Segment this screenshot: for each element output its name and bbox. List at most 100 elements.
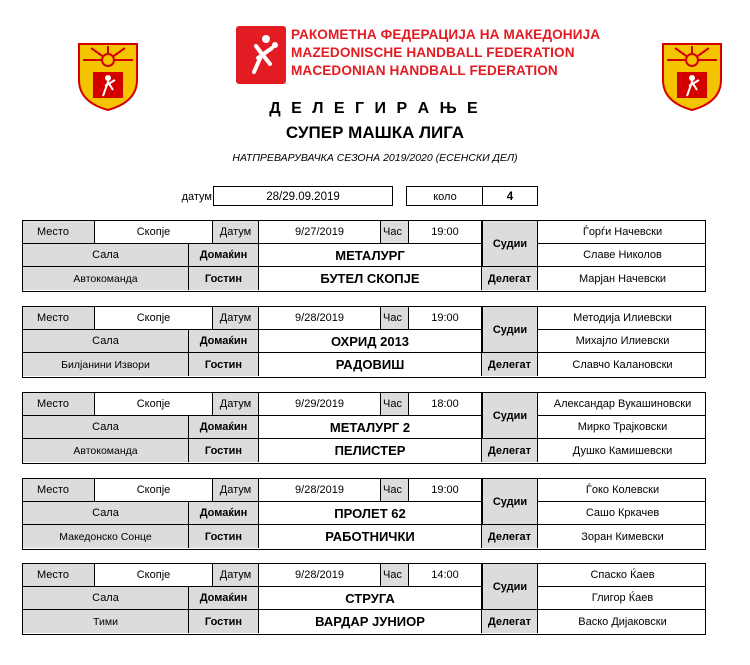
referee-1: Методија Илиевски [573,312,672,324]
hall-label: Сала [23,587,189,609]
time-label: Час [381,307,409,329]
time-value: 19:00 [409,307,482,329]
guest-team: РАДОВИШ [259,353,482,376]
referees-label: Судии [482,479,538,525]
time-value: 14:00 [409,564,482,586]
date-value: 28/29.09.2019 [213,186,393,206]
place-value: Скопје [95,564,213,586]
place-value: Скопје [95,221,213,243]
place-label: Место [23,221,95,243]
federation-banner: РАКОМЕТНА ФЕДЕРАЦИЈА НА МАКЕДОНИЈА MAZED… [236,26,600,84]
delegate-name: Душко Камишевски [572,444,673,457]
round-value: 4 [482,186,538,206]
place-label: Место [23,393,95,415]
referees-label: Судии [482,307,538,353]
venue: Автокоманда [23,439,189,462]
venue: Тими [23,610,189,633]
referee-1: Ѓоко Колевски [585,484,660,496]
referee-1: Ѓорѓи Начевски [582,226,663,238]
host-label: Домаќин [189,416,259,438]
guest-team: ПЕЛИСТЕР [259,439,482,462]
guest-team: ВАРДАР ЈУНИОР [259,610,482,633]
referee-2: Сашо Кркачев [585,507,660,519]
guest-label: Гостин [189,439,259,462]
date-value: 9/29/2019 [259,393,381,415]
place-label: Место [23,479,95,501]
date-value: 9/28/2019 [259,307,381,329]
federation-name-en: MACEDONIAN HANDBALL FEDERATION [291,63,558,78]
referee-1: Спаско Ќаев [590,569,655,581]
delegate-name: Славчо Калановски [572,358,673,371]
document-title: Д Е Л Е Г И Р А Њ Е [269,100,481,117]
guest-label: Гостин [189,610,259,633]
referees-label: Судии [482,393,538,439]
guest-team: РАБОТНИЧКИ [259,525,482,548]
host-label: Домаќин [189,330,259,352]
time-label: Час [381,564,409,586]
place-label: Место [23,307,95,329]
hall-label: Сала [23,330,189,352]
round-label: коло [406,186,483,206]
host-label: Домаќин [189,502,259,524]
guest-label: Гостин [189,525,259,548]
venue: Билјанини Извори [23,353,189,376]
date-label: датум [181,191,212,203]
delegate-name: Марјан Начевски [578,272,667,285]
place-label: Место [23,564,95,586]
host-team: МЕТАЛУРГ 2 [259,416,482,438]
handball-player-logo-icon [236,26,286,84]
delegate-name: Васко Дијаковски [578,615,667,628]
referee-1: Александар Вукашиновски [553,398,692,410]
federation-name-de: MAZEDONISCHE HANDBALL FEDERATION [291,45,575,60]
date-label: Датум [213,221,259,243]
date-value: 9/28/2019 [259,564,381,586]
date-label: Датум [213,564,259,586]
host-team: СТРУГА [259,587,482,609]
host-team: ПРОЛЕТ 62 [259,502,482,524]
date-value: 9/28/2019 [259,479,381,501]
date-label: Датум [213,307,259,329]
delegate-label: Делегат [482,439,538,462]
delegate-label: Делегат [482,525,538,548]
referee-2: Славе Николов [583,249,662,261]
host-team: ОХРИД 2013 [259,330,482,352]
federation-name-mk: РАКОМЕТНА ФЕДЕРАЦИЈА НА МАКЕДОНИЈА [291,27,601,42]
time-label: Час [381,479,409,501]
delegate-label: Делегат [482,267,538,290]
referees-label: Судии [482,564,538,610]
hall-label: Сала [23,502,189,524]
hall-label: Сала [23,244,189,266]
host-label: Домаќин [189,244,259,266]
guest-label: Гостин [189,267,259,290]
place-value: Скопје [95,393,213,415]
place-value: Скопје [95,479,213,501]
date-label: Датум [213,393,259,415]
host-team: МЕТАЛУРГ [259,244,482,266]
delegate-label: Делегат [482,610,538,633]
referee-2: Михајло Илиевски [575,335,670,347]
season-subtitle: НАТПРЕВАРУВАЧКА СЕЗОНА 2019/2020 (ЕСЕНСК… [232,152,518,164]
venue: Македонско Сонце [23,525,189,548]
referees-label: Судии [482,221,538,267]
federation-crest-right-icon [662,43,722,112]
date-value: 9/27/2019 [259,221,381,243]
time-value: 19:00 [409,479,482,501]
time-label: Час [381,221,409,243]
